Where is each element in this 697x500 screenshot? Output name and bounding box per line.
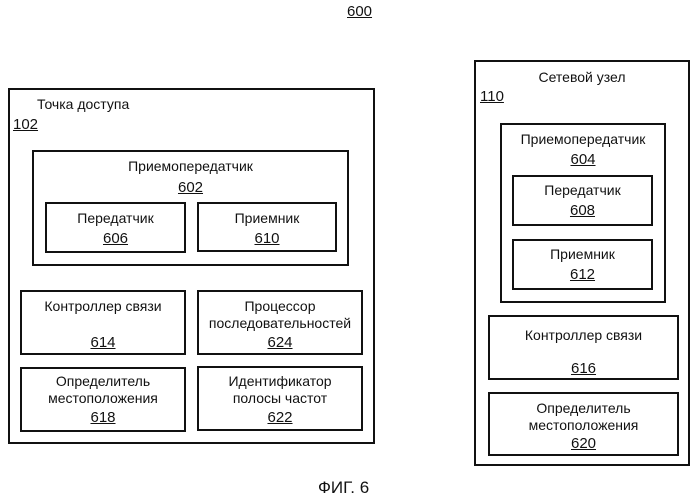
figure-ref-label: 600 — [347, 3, 372, 20]
ap-receiver-ref: 610 — [199, 230, 335, 247]
nn-transmitter-label: Передатчик — [514, 182, 651, 199]
nn-transceiver-label: Приемопередатчик — [502, 131, 664, 148]
ap-sequence-processor-ref: 624 — [199, 334, 361, 351]
nn-transmitter-ref: 608 — [514, 202, 651, 219]
ap-sequence-processor-label-1: Процессор — [199, 298, 361, 315]
ap-band-identifier-box: Идентификатор полосы частот 622 — [197, 366, 363, 431]
nn-location-determiner-label-1: Определитель — [490, 400, 677, 417]
ap-sequence-processor-label-2: последовательностей — [199, 315, 361, 332]
ap-comm-controller-ref: 614 — [22, 334, 184, 351]
ap-band-identifier-label-1: Идентификатор — [199, 373, 361, 390]
ap-band-identifier-label-2: полосы частот — [199, 390, 361, 407]
network-node-ref: 110 — [480, 88, 504, 105]
ap-transmitter-box: Передатчик 606 — [45, 202, 186, 253]
nn-comm-controller-label: Контроллер связи — [490, 327, 677, 344]
ap-receiver-label: Приемник — [199, 210, 335, 227]
nn-comm-controller-box: Контроллер связи 616 — [488, 315, 679, 380]
figure-caption: ФИГ. 6 — [318, 478, 369, 498]
ap-comm-controller-label: Контроллер связи — [22, 298, 184, 315]
ap-transceiver-label: Приемопередатчик — [34, 158, 347, 175]
nn-location-determiner-ref: 620 — [490, 435, 677, 452]
nn-location-determiner-box: Определитель местоположения 620 — [488, 392, 679, 456]
ap-transmitter-label: Передатчик — [47, 210, 184, 227]
ap-location-determiner-label-2: местоположения — [22, 390, 184, 407]
nn-receiver-label: Приемник — [514, 246, 651, 263]
ap-band-identifier-ref: 622 — [199, 409, 361, 426]
ap-location-determiner-ref: 618 — [22, 409, 184, 426]
nn-location-determiner-label-2: местоположения — [490, 417, 677, 434]
nn-transmitter-box: Передатчик 608 — [512, 175, 653, 226]
access-point-title: Точка доступа — [37, 96, 129, 113]
ap-transceiver-ref: 602 — [34, 179, 347, 196]
ap-comm-controller-box: Контроллер связи 614 — [20, 290, 186, 355]
ap-location-determiner-box: Определитель местоположения 618 — [20, 367, 186, 432]
nn-receiver-box: Приемник 612 — [512, 239, 653, 290]
nn-receiver-ref: 612 — [514, 266, 651, 283]
nn-transceiver-ref: 604 — [502, 151, 664, 168]
access-point-ref: 102 — [13, 116, 38, 133]
ap-location-determiner-label-1: Определитель — [22, 373, 184, 390]
nn-comm-controller-ref: 616 — [490, 360, 677, 377]
network-node-title: Сетевой узел — [476, 69, 688, 86]
ap-sequence-processor-box: Процессор последовательностей 624 — [197, 290, 363, 355]
ap-receiver-box: Приемник 610 — [197, 202, 337, 252]
ap-transmitter-ref: 606 — [47, 230, 184, 247]
